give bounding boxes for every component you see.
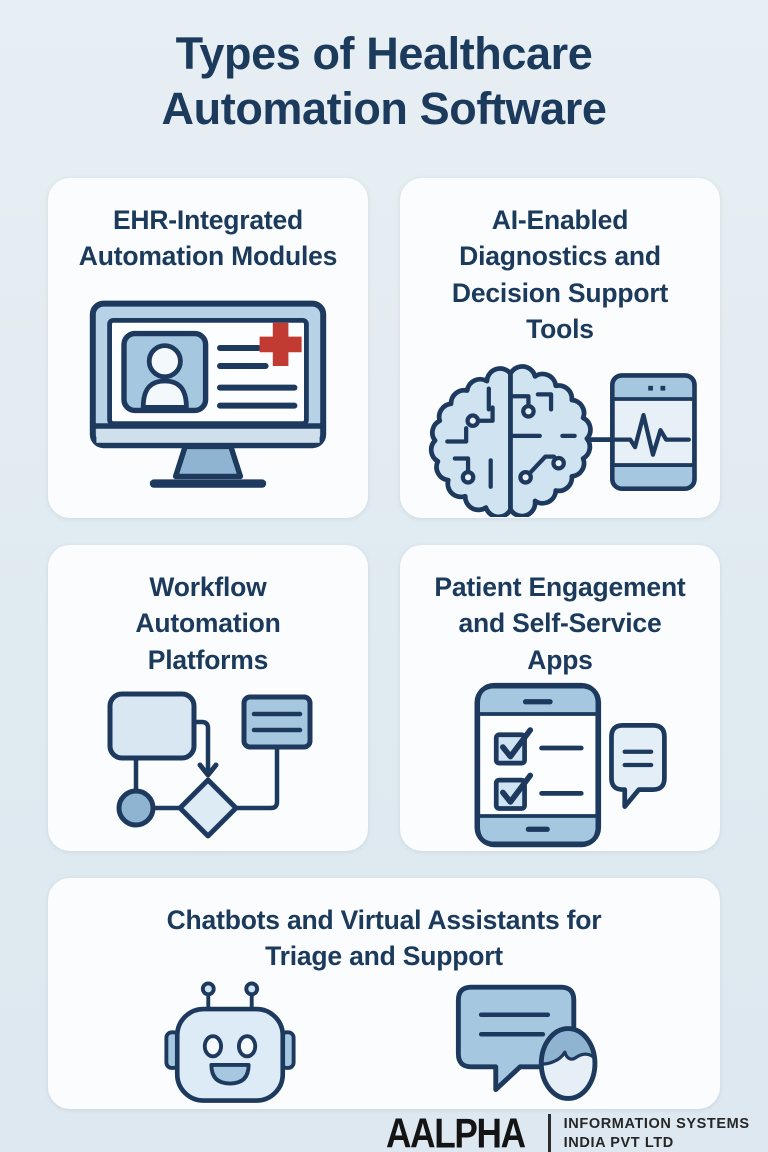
icon-area — [48, 678, 368, 851]
card-title: Workflow Automation Platforms — [135, 572, 281, 675]
icon-area — [400, 347, 720, 518]
brain-diagnostics-icon — [428, 363, 697, 517]
decision-diamond — [177, 777, 238, 839]
robot-eye — [236, 1034, 257, 1059]
card-patient-engagement: Patient Engagement and Self-Service Apps — [400, 545, 720, 851]
checkbox — [493, 777, 527, 811]
process-box — [107, 691, 196, 761]
phone-checklist-chat-icon — [474, 682, 667, 848]
brain-right-hemisphere — [507, 363, 593, 517]
start-node — [116, 788, 155, 828]
robot-eye — [202, 1034, 223, 1059]
robot-head-icon — [163, 981, 296, 1103]
card-ai-diagnostics: AI-Enabled Diagnostics and Decision Supp… — [400, 178, 720, 518]
card-title: Chatbots and Virtual Assistants for Tria… — [166, 905, 602, 972]
brand-subtext: INFORMATION SYSTEMS INDIA PVT LTD — [563, 1116, 750, 1151]
card-workflow-automation: Workflow Automation Platforms — [48, 545, 368, 851]
card-ehr-modules: EHR-Integrated Automation Modules — [48, 178, 368, 518]
flowchart-icon — [107, 691, 312, 839]
card-title: Patient Engagement and Self-Service Apps — [434, 572, 686, 675]
ehr-monitor-icon — [89, 300, 327, 489]
brain-circuit-traces — [444, 386, 577, 489]
card-title: AI-Enabled Diagnostics and Decision Supp… — [451, 205, 669, 344]
brand-divider — [547, 1113, 551, 1152]
robot-mouth — [208, 1062, 251, 1086]
medical-cross-icon — [259, 323, 302, 367]
card-grid: EHR-Integrated Automation Modules — [48, 178, 720, 1109]
icon-area — [400, 678, 720, 851]
brand-lockup: AALPHA INFORMATION SYSTEMS INDIA PVT LTD — [386, 1110, 750, 1152]
card-title: EHR-Integrated Automation Modules — [78, 205, 338, 272]
checkbox — [493, 732, 527, 766]
diagnostic-monitor — [609, 372, 697, 491]
task-box — [241, 694, 312, 750]
chat-with-person-icon — [455, 984, 597, 1101]
robot-face — [174, 1006, 285, 1103]
ecg-waveform — [612, 412, 691, 457]
page-title: Types of Healthcare Automation Software — [161, 28, 607, 135]
icon-area — [48, 275, 368, 518]
brain-left-hemisphere — [428, 365, 513, 517]
icon-area — [48, 975, 720, 1109]
brand-name: AALPHA — [386, 1110, 526, 1152]
antenna-tip — [243, 981, 259, 997]
antenna-tip — [200, 981, 216, 997]
card-chatbots-assistants: Chatbots and Virtual Assistants for Tria… — [48, 878, 720, 1109]
